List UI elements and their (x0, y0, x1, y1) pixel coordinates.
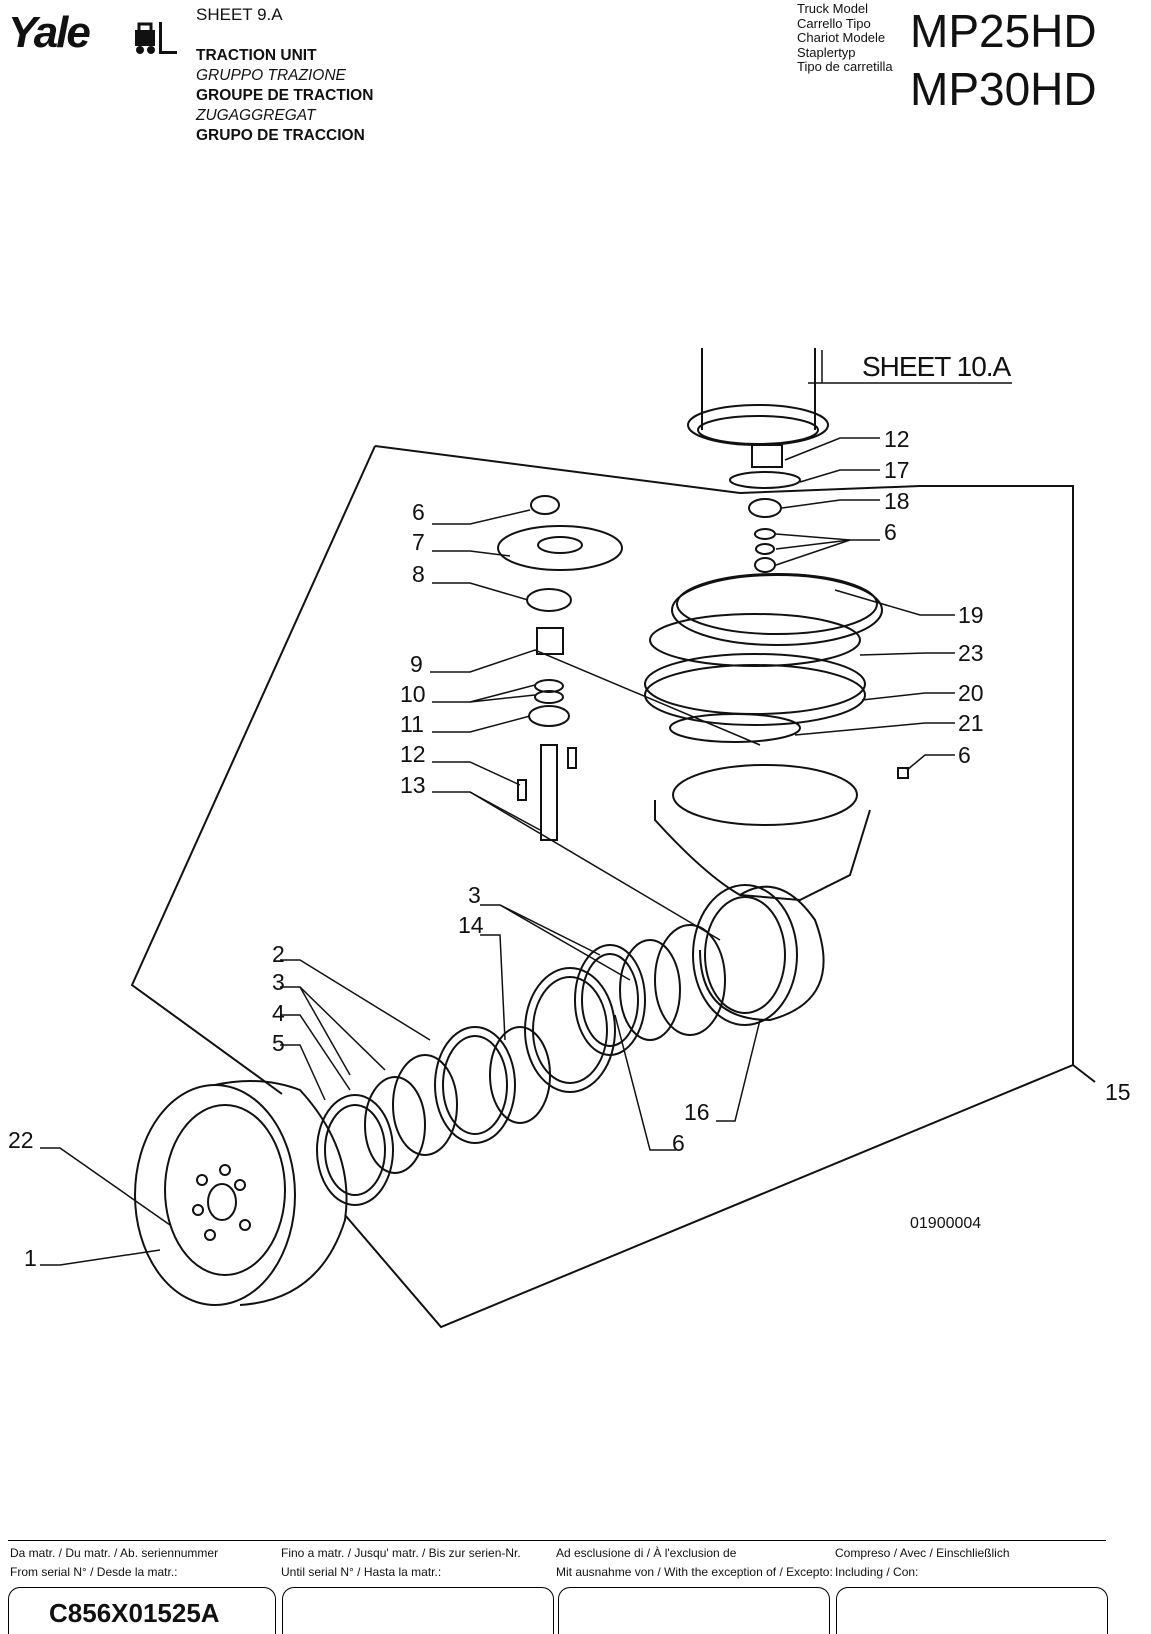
until-serial-label-line: Fino a matr. / Jusqu' matr. / Bis zur se… (281, 1546, 521, 1560)
from-serial-label-line: From serial N° / Desde la matr.: (10, 1565, 178, 1579)
callout-label: 7 (412, 529, 425, 555)
washer (754, 528, 776, 540)
callout-label: 23 (958, 640, 984, 666)
sheet-number: SHEET 9.A (196, 5, 283, 24)
exclusion-label: Ad esclusione di / À l'exclusion de Mit … (556, 1544, 836, 1582)
callout-label: 6 (884, 519, 897, 545)
circlip (364, 1076, 426, 1174)
title-spanish: GRUPO DE TRACCION (196, 127, 365, 144)
callout-label: 6 (672, 1130, 685, 1156)
logo-wordmark: Yale (8, 8, 91, 57)
truck-model-label: Carrello Tipo (797, 15, 871, 31)
callout-label: 12 (884, 426, 910, 452)
yale-logo: Yale (8, 8, 183, 58)
washer (755, 543, 775, 555)
bearing-housing (644, 664, 866, 726)
until-serial-label: Fino a matr. / Jusqu' matr. / Bis zur se… (281, 1544, 551, 1582)
title-french: GROUPE DE TRACTION (196, 87, 374, 104)
exclusion-value (559, 1588, 829, 1598)
callout-label: 3 (272, 969, 285, 995)
o-ring (729, 471, 801, 489)
exclusion-label-line: Mit ausnahme von / With the exception of… (556, 1565, 833, 1579)
including-value (837, 1588, 1107, 1598)
from-serial-box: C856X01525A (8, 1587, 276, 1634)
title-german: ZUGAGGREGAT (196, 107, 316, 124)
o-ring (669, 713, 801, 743)
nut (754, 557, 776, 573)
callout-label: 9 (410, 651, 423, 677)
truck-model-label: Staplertyp (797, 44, 856, 60)
traction-motor (687, 348, 1012, 468)
from-serial-label-line: Da matr. / Du matr. / Ab. seriennummer (10, 1546, 219, 1560)
including-label-line: Including / Con: (835, 1565, 919, 1579)
until-serial-box (282, 1587, 554, 1634)
callout-label: 8 (412, 561, 425, 587)
callout-label: 17 (884, 457, 910, 483)
callout-label: 2 (272, 941, 285, 967)
spring-washer (534, 690, 564, 704)
callout-label: 18 (884, 488, 910, 514)
callout-label: 16 (684, 1099, 710, 1125)
crown-gear (497, 525, 623, 571)
callout-label: 4 (272, 1000, 285, 1026)
including-label: Compreso / Avec / Einschließlich Includi… (835, 1544, 1105, 1582)
callout-label: 1 (24, 1245, 37, 1271)
until-serial-value (283, 1588, 553, 1598)
exploded-view-diagram: SHEET 10.A 01900004 12 17 18 6 19 23 20 … (8, 348, 1131, 1329)
footer-divider (8, 1540, 1106, 1541)
including-label-line: Compreso / Avec / Einschließlich (835, 1546, 1010, 1560)
callout-label: 12 (400, 741, 426, 767)
from-serial-value: C856X01525A (49, 1598, 220, 1628)
callout-label: 21 (958, 710, 984, 736)
truck-models: MP25HD MP30HD (910, 2, 1097, 118)
truck-model-label: Tipo de carretilla (797, 59, 893, 74)
bearing-ring (524, 967, 616, 1093)
truck-model-label: Chariot Modele (797, 30, 886, 45)
callout-label: 6 (958, 742, 971, 768)
exclusion-box (558, 1587, 830, 1634)
gearbox-housing (654, 764, 909, 1026)
callout-label: 3 (468, 882, 481, 908)
callout-label: 15 (1105, 1079, 1131, 1105)
until-serial-label-line: Until serial N° / Hasta la matr.: (281, 1565, 442, 1579)
from-serial-label: Da matr. / Du matr. / Ab. seriennummer F… (10, 1544, 270, 1582)
truck-model-label: Truck Model (797, 1, 869, 16)
model-name: MP30HD (910, 63, 1097, 115)
title-italian: GRUPPO TRAZIONE (196, 67, 346, 84)
callout-label: 6 (412, 499, 425, 525)
callout-label: 20 (958, 680, 984, 706)
including-box (836, 1587, 1108, 1634)
circlip (392, 1054, 458, 1156)
model-name: MP25HD (910, 5, 1097, 57)
shaft (540, 744, 558, 841)
bushing (536, 627, 564, 655)
drive-wheel (134, 1080, 348, 1306)
truck-model-labels: Truck Model Carrello Tipo Chariot Modele… (797, 1, 893, 75)
callout-label: 11 (400, 711, 424, 737)
assembly-outline (130, 445, 376, 1095)
retaining-ring (489, 1026, 551, 1124)
hub (654, 924, 726, 1036)
bearing-ring (434, 1026, 516, 1144)
nut (530, 495, 560, 515)
callout-label: 22 (8, 1127, 34, 1153)
assembly-titles: TRACTION UNIT GRUPPO TRAZIONE GROUPE DE … (196, 46, 373, 146)
forklift-logo-icon (135, 22, 177, 54)
sheet-reference: SHEET 10.A (862, 351, 1012, 382)
bearing-ring (574, 944, 646, 1056)
title-english: TRACTION UNIT (196, 47, 317, 64)
exclusion-label-line: Ad esclusione di / À l'exclusion de (556, 1546, 737, 1560)
callout-label: 14 (458, 912, 484, 938)
callout-label: 5 (272, 1030, 285, 1056)
callout-label: 10 (400, 681, 426, 707)
pinion-gear (748, 498, 782, 518)
callout-label: 13 (400, 772, 426, 798)
drawing-number: 01900004 (910, 1215, 981, 1232)
bearing (526, 588, 572, 612)
assembly-outline (344, 445, 1074, 1329)
oil-seal (316, 1094, 394, 1206)
callout-label: 19 (958, 602, 984, 628)
bearing (528, 705, 570, 727)
